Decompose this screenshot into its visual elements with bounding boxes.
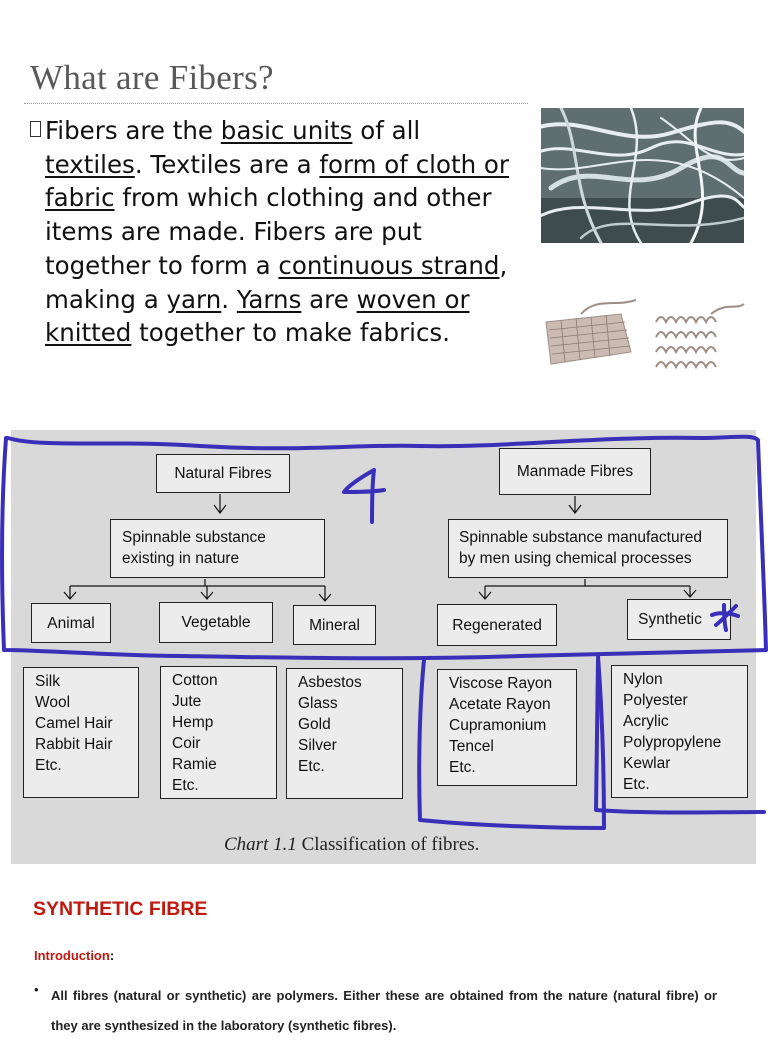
mineral-category-box: Mineral [293, 605, 376, 645]
natural-fibres-box: Natural Fibres [156, 454, 290, 493]
text-segment: Fibers are the [45, 116, 221, 145]
list-item: Etc. [449, 759, 476, 776]
list-item: Gold [298, 716, 331, 733]
list-item: Etc. [298, 758, 325, 775]
chart-caption-text: Classification of fibres. [296, 834, 480, 855]
text-segment: . Textiles are a [134, 149, 320, 179]
animal-category-box: Animal [31, 603, 111, 643]
bullet-icon: • [34, 982, 39, 997]
list-item: Cupramonium [449, 717, 547, 734]
list-item: Jute [172, 693, 202, 710]
list-item: Wool [35, 694, 71, 711]
natural-description-line: Spinnable substance [122, 529, 266, 546]
slide-title: What are Fibers? [30, 58, 274, 97]
list-item: Acrylic [623, 713, 669, 730]
manmade-description-line: Spinnable substance manufactured [459, 529, 702, 546]
intro-paragraph: All fibres (natural or synthetic) are po… [51, 988, 717, 1033]
introduction-label-text: Introduction [34, 948, 110, 963]
introduction-colon: : [109, 948, 115, 963]
text-segment: . [221, 284, 237, 314]
list-item: Ramie [172, 756, 217, 773]
list-item: Acetate Rayon [449, 696, 551, 713]
vegetable-category-box: Vegetable [159, 602, 273, 643]
text-segment: from which clothing and other items are … [45, 183, 492, 280]
fiber-definition-text: Fibers are the basic units of all textil… [45, 114, 515, 350]
chart-caption: Chart 1.1 Classification of fibres. [224, 834, 479, 856]
list-item: Polyester [623, 692, 688, 709]
mineral-examples-list: Asbestos Glass Gold Silver Etc. [286, 668, 403, 799]
text-segment: of all [352, 116, 421, 145]
manmade-fibres-box: Manmade Fibres [499, 448, 651, 495]
list-item: Rabbit Hair [35, 736, 113, 753]
regenerated-examples-list: Viscose Rayon Acetate Rayon Cupramonium … [437, 669, 577, 786]
text-segment: , making a [45, 250, 508, 314]
synthetic-category-box: Synthetic [627, 599, 731, 640]
list-item: Asbestos [298, 674, 362, 691]
natural-description-box: Spinnable substance existing in nature [110, 519, 325, 578]
list-item: Etc. [172, 777, 199, 794]
list-item: Hemp [172, 714, 214, 731]
list-item: Kewlar [623, 755, 671, 772]
manmade-description-box: Spinnable substance manufactured by men … [448, 519, 728, 578]
natural-description-line: existing in nature [122, 550, 240, 567]
underlined-term: yarn [166, 284, 222, 314]
underlined-term: woven or knitted [45, 284, 470, 348]
underlined-term: form of cloth or fabric [45, 149, 509, 213]
underlined-term: textiles [45, 149, 135, 179]
list-item: Camel Hair [35, 715, 113, 732]
list-item: Glass [298, 695, 338, 712]
underlined-term: continuous strand [278, 250, 500, 280]
title-divider [24, 103, 528, 104]
list-item: Cotton [172, 672, 218, 689]
list-item: Polypropylene [623, 734, 722, 751]
list-item: Tencel [449, 738, 494, 755]
introduction-label: Introduction: [34, 948, 114, 963]
bullet-box-icon [30, 121, 41, 137]
list-item: Silver [298, 737, 337, 754]
underlined-term: Yarns [236, 284, 302, 314]
fiber-photo [541, 108, 744, 243]
synthetic-examples-list: Nylon Polyester Acrylic Polypropylene Ke… [611, 665, 748, 798]
text-segment: are [301, 284, 357, 314]
list-item: Viscose Rayon [449, 675, 553, 692]
list-item: Nylon [623, 671, 663, 688]
animal-examples-list: Silk Wool Camel Hair Rabbit Hair Etc. [23, 667, 139, 798]
underlined-term: basic units [220, 116, 353, 145]
vegetable-examples-list: Cotton Jute Hemp Coir Ramie Etc. [160, 666, 277, 799]
chart-caption-number: Chart 1.1 [224, 834, 297, 855]
list-item: Coir [172, 735, 201, 752]
list-item: Etc. [35, 757, 62, 774]
woven-knitted-illustration [541, 292, 748, 380]
section-heading: SYNTHETIC FIBRE [33, 898, 208, 920]
regenerated-category-box: Regenerated [437, 604, 557, 646]
list-item: Etc. [623, 776, 650, 793]
list-item: Silk [35, 673, 60, 690]
text-segment: together to make fabrics. [131, 318, 450, 348]
manmade-description-line: by men using chemical processes [459, 550, 692, 567]
